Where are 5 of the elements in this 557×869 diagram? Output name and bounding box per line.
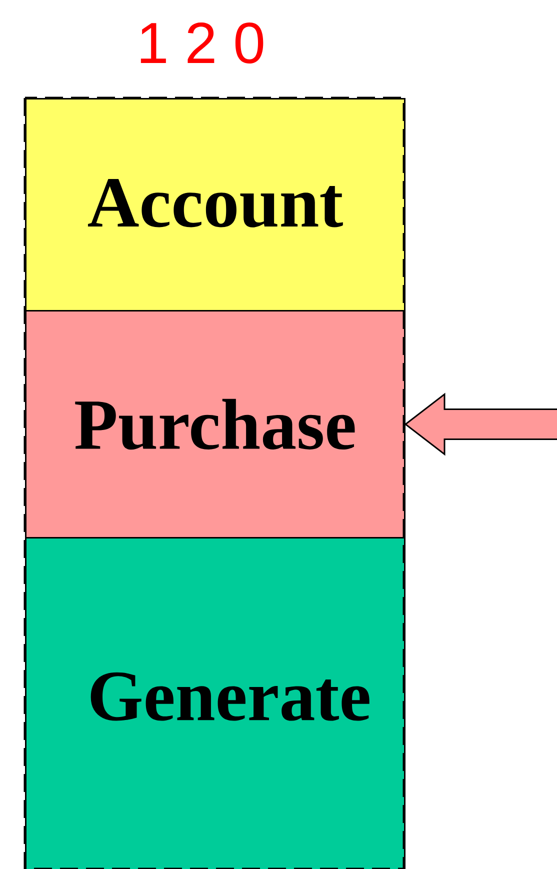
process-box: Account — [25, 98, 406, 312]
process-box: Generate — [25, 537, 406, 869]
process-box: Purchase — [25, 310, 406, 538]
block-arrow — [404, 392, 557, 456]
title: 1 2 0 — [140, 22, 264, 64]
